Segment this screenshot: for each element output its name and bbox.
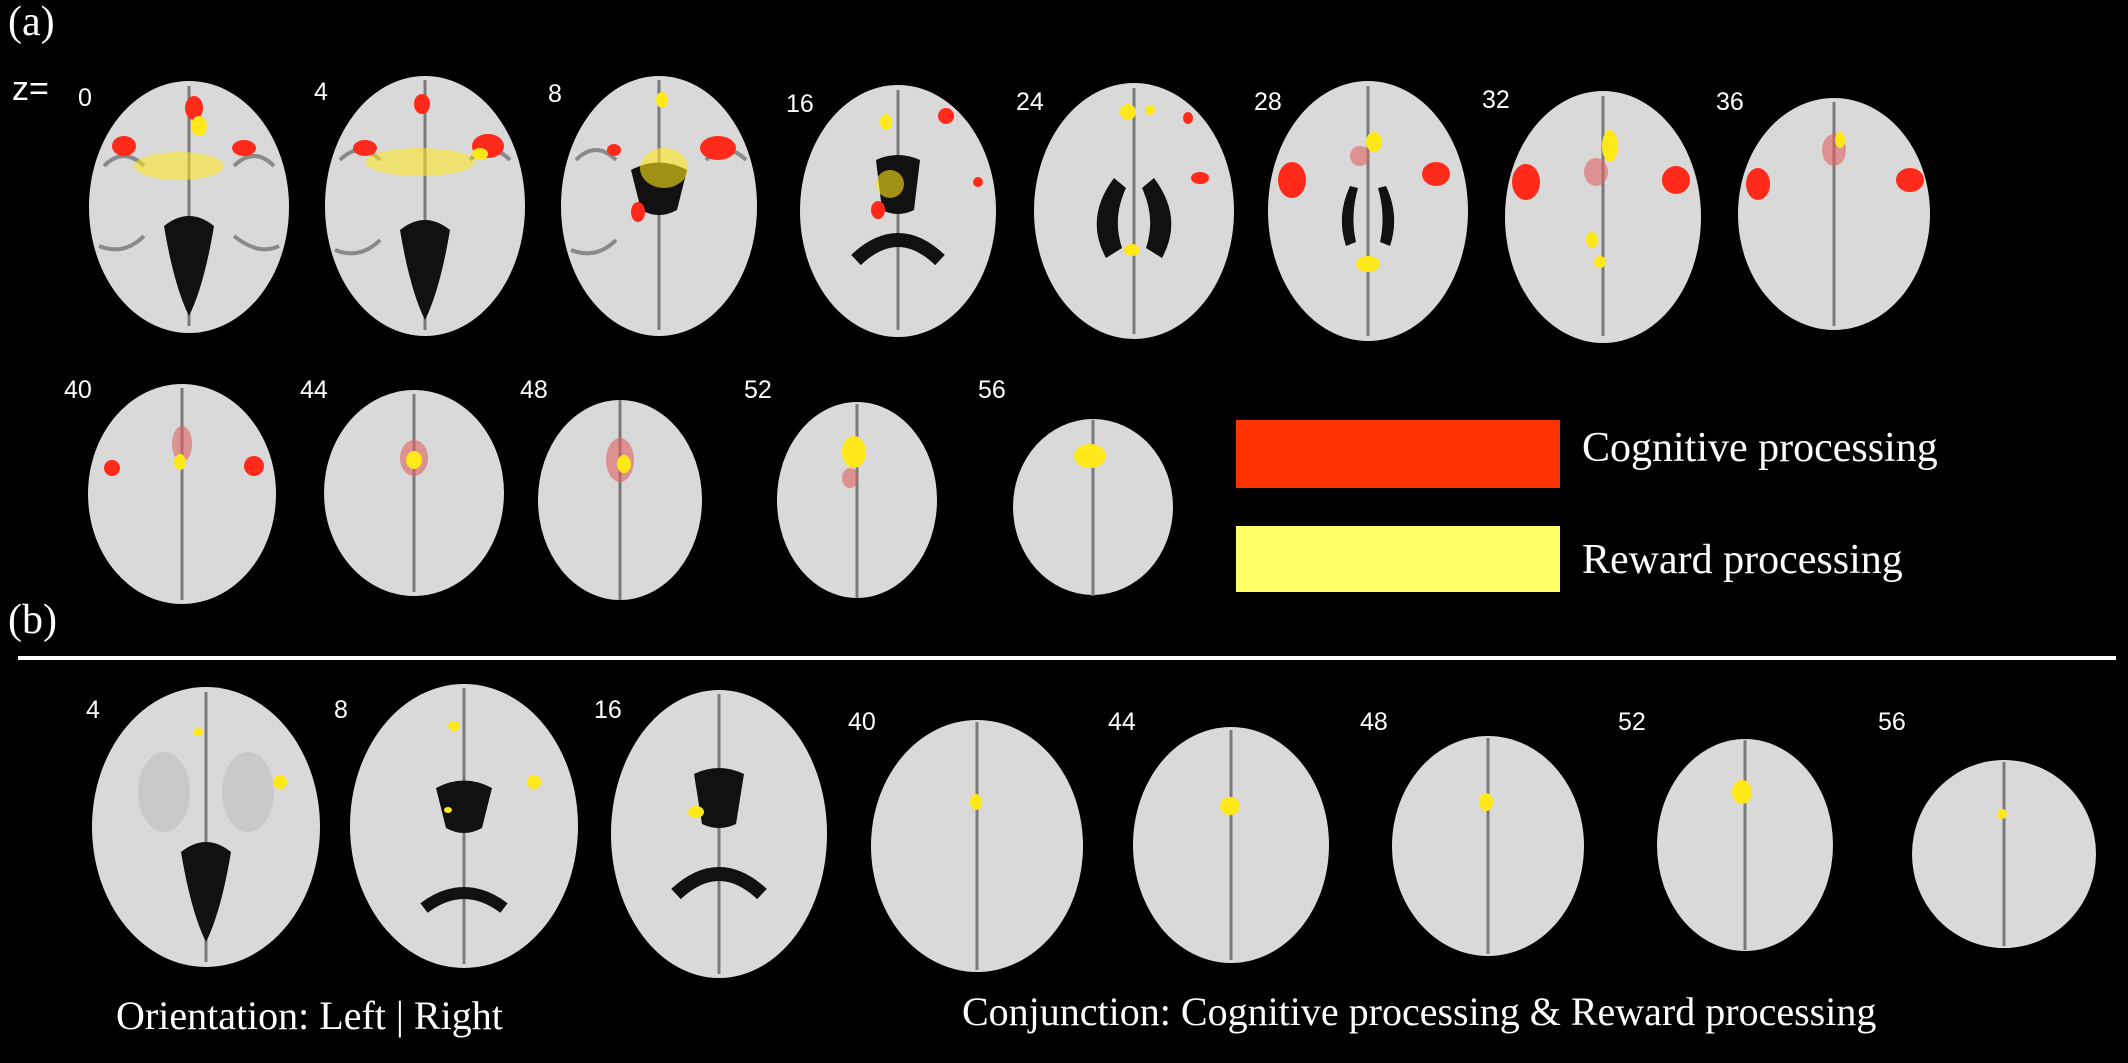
brain-slice-image xyxy=(92,687,320,967)
brain-slice-image xyxy=(871,720,1083,972)
brain-slice-image xyxy=(611,690,827,978)
brain-slice-image xyxy=(1912,760,2096,948)
brain-slice-image xyxy=(1657,739,1833,951)
slice-label: 52 xyxy=(1618,708,1646,736)
slice-label: 40 xyxy=(848,708,876,736)
slice-label: 16 xyxy=(786,90,814,118)
brain-slice-image xyxy=(1505,91,1701,343)
brain-slice-image xyxy=(325,76,525,336)
brain-slice-image xyxy=(1133,727,1329,963)
brain-slice-image xyxy=(1392,736,1584,956)
legend-label-cognitive: Cognitive processing xyxy=(1582,425,1938,471)
brain-slice-image xyxy=(88,384,276,604)
brain-slice-image xyxy=(777,402,937,598)
slice-label: 8 xyxy=(334,696,348,724)
panel-a-label: (a) xyxy=(8,0,55,45)
z-prefix-label: z= xyxy=(12,70,49,108)
legend-swatch-cognitive xyxy=(1236,420,1560,488)
slice-label: 4 xyxy=(314,78,328,106)
slice-label: 40 xyxy=(64,376,92,404)
orientation-caption: Orientation: Left | Right xyxy=(116,993,503,1038)
brain-slice-image xyxy=(1738,98,1930,330)
brain-slice-image xyxy=(561,76,757,336)
slice-label: 4 xyxy=(86,696,100,724)
slice-label: 8 xyxy=(548,80,562,108)
panel-divider xyxy=(18,656,2116,660)
slice-label: 48 xyxy=(1360,708,1388,736)
slice-label: 36 xyxy=(1716,88,1744,116)
slice-label: 24 xyxy=(1016,88,1044,116)
slice-label: 28 xyxy=(1254,88,1282,116)
slice-label: 16 xyxy=(594,696,622,724)
brain-slice-image xyxy=(1013,419,1173,596)
legend-label-reward: Reward processing xyxy=(1582,537,1903,583)
conjunction-caption: Conjunction: Cognitive processing & Rewa… xyxy=(962,989,1877,1034)
brain-slice-image xyxy=(1034,83,1234,339)
slice-label: 0 xyxy=(78,84,92,112)
slice-label: 44 xyxy=(300,376,328,404)
slice-label: 52 xyxy=(744,376,772,404)
brain-slice-image xyxy=(1268,81,1468,341)
slice-label: 48 xyxy=(520,376,548,404)
slice-label: 32 xyxy=(1482,86,1510,114)
brain-slice-image xyxy=(800,85,996,337)
brain-slice-image xyxy=(89,81,289,333)
brain-slice-image xyxy=(350,684,578,968)
slice-label: 44 xyxy=(1108,708,1136,736)
brain-slice-image xyxy=(538,400,702,600)
legend-swatch-reward xyxy=(1236,526,1560,592)
brain-slice-image xyxy=(324,390,504,596)
slice-label: 56 xyxy=(1878,708,1906,736)
panel-b-label: (b) xyxy=(8,597,57,643)
slice-label: 56 xyxy=(978,376,1006,404)
